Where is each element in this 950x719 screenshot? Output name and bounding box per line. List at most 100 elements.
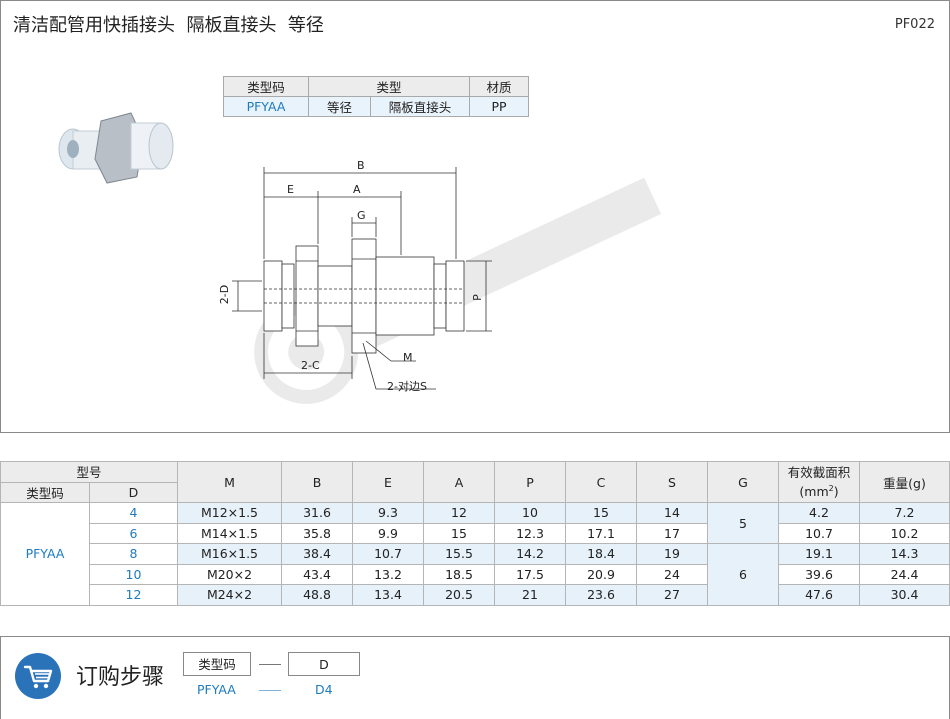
- cell-area: 10.7: [778, 522, 860, 544]
- cell-e: 9.9: [352, 522, 424, 544]
- dim-label-p: P: [470, 294, 484, 301]
- dim-label-s: 2-对边S: [387, 380, 427, 393]
- cell-m: M16×1.5: [177, 543, 282, 565]
- cell-p: 21: [494, 584, 566, 606]
- cell-p: 14.2: [494, 543, 566, 565]
- col-header-s: S: [636, 461, 708, 503]
- area-header-line1: 有效截面积: [787, 465, 851, 481]
- cell-c: 23.6: [565, 584, 637, 606]
- cell-area: 4.2: [778, 502, 860, 524]
- dim-label-a: A: [353, 183, 361, 196]
- cell-c: 15: [565, 502, 637, 524]
- table-row: 10 M20×2 43.4 13.2 18.5 17.5 20.9 24 39.…: [1, 563, 950, 585]
- col-header-c: C: [565, 461, 637, 503]
- cell-g: 6: [707, 543, 779, 606]
- cell-a: 20.5: [423, 584, 495, 606]
- material-header: 材质: [469, 76, 529, 97]
- table-row: 6 M14×1.5 35.8 9.9 15 12.3 17.1 17 10.7 …: [1, 522, 950, 544]
- cell-c: 18.4: [565, 543, 637, 565]
- cell-weight: 24.4: [859, 563, 950, 585]
- cell-weight: 10.2: [859, 522, 950, 544]
- cell-d: 4: [89, 502, 178, 524]
- cell-e: 13.4: [352, 584, 424, 606]
- col-header-e: E: [352, 461, 424, 503]
- order-separator: [259, 664, 281, 665]
- cell-m: M20×2: [177, 563, 282, 585]
- shopping-cart-icon: [15, 653, 61, 699]
- col-header-g: G: [707, 461, 779, 503]
- product-code: PF022: [894, 17, 935, 32]
- cell-p: 17.5: [494, 563, 566, 585]
- type-value-b: 隔板直接头: [370, 96, 470, 117]
- type-code-value: PFYAA: [223, 96, 309, 117]
- cell-area: 39.6: [778, 563, 860, 585]
- cell-area: 19.1: [778, 543, 860, 565]
- product-panel: 清洁配管用快插接头 隔板直接头 等径 PF022 类型码 类型 材质 PFYAA…: [0, 0, 950, 433]
- cell-a: 15: [423, 522, 495, 544]
- cell-b: 35.8: [281, 522, 353, 544]
- col-header-m: M: [177, 461, 282, 503]
- cell-b: 48.8: [281, 584, 353, 606]
- cell-s: 24: [636, 563, 708, 585]
- dim-label-d: 2-D: [218, 284, 232, 305]
- cell-d: 10: [89, 563, 178, 585]
- col-header-type-code: 类型码: [0, 481, 90, 503]
- col-header-b: B: [281, 461, 353, 503]
- model-group-header: 型号: [0, 461, 178, 483]
- cell-b: 31.6: [281, 502, 353, 524]
- table-row: PFYAA 4 M12×1.5 31.6 9.3 12 10 15 14 5 4…: [0, 502, 950, 606]
- col-header-weight: 重量(g): [859, 461, 950, 503]
- col-header-p: P: [494, 461, 566, 503]
- type-table: 类型码 类型 材质 PFYAA 等径 隔板直接头 PP: [223, 76, 529, 117]
- cell-d: 12: [89, 584, 178, 606]
- cell-p: 12.3: [494, 522, 566, 544]
- page-title: 清洁配管用快插接头 隔板直接头 等径: [13, 15, 324, 36]
- cell-a: 18.5: [423, 563, 495, 585]
- cell-m: M24×2: [177, 584, 282, 606]
- cell-g: 5: [707, 502, 779, 544]
- area-header-line2: (mm2): [799, 483, 839, 499]
- dim-label-m: M: [403, 351, 413, 364]
- order-value-type-code: PFYAA: [197, 682, 236, 697]
- cell-d: 6: [89, 522, 178, 544]
- order-value-separator: [259, 690, 281, 691]
- dim-label-c: 2-C: [301, 359, 320, 372]
- type-code-cell: PFYAA: [0, 502, 90, 606]
- cell-a: 15.5: [423, 543, 495, 565]
- spec-table: 型号 M B E A P C S G 有效截面积 (mm2) 重量(g) 类型码…: [0, 461, 950, 606]
- table-row: 8 M16×1.5 38.4 10.7 15.5 14.2 18.4 19 6 …: [1, 543, 950, 606]
- order-box-d: D: [288, 652, 360, 676]
- col-header-d: D: [89, 481, 178, 503]
- type-code-header: 类型码: [223, 76, 309, 97]
- cell-c: 17.1: [565, 522, 637, 544]
- cell-m: M14×1.5: [177, 522, 282, 544]
- cell-c: 20.9: [565, 563, 637, 585]
- cell-weight: 30.4: [859, 584, 950, 606]
- col-header-a: A: [423, 461, 495, 503]
- cell-d: 8: [89, 543, 178, 565]
- cell-weight: 14.3: [859, 543, 950, 565]
- order-steps-panel: 订购步骤 类型码 D PFYAA D4: [0, 636, 950, 719]
- table-row: 12 M24×2 48.8 13.4 20.5 21 23.6 27 47.6 …: [1, 584, 950, 606]
- cell-s: 19: [636, 543, 708, 565]
- dim-label-e: E: [287, 183, 294, 196]
- cell-area: 47.6: [778, 584, 860, 606]
- cell-b: 43.4: [281, 563, 353, 585]
- cell-b: 38.4: [281, 543, 353, 565]
- cell-e: 9.3: [352, 502, 424, 524]
- dim-label-b: B: [357, 159, 365, 172]
- cell-e: 13.2: [352, 563, 424, 585]
- cell-p: 10: [494, 502, 566, 524]
- product-photo: [58, 112, 174, 184]
- col-header-area: 有效截面积 (mm2): [778, 461, 860, 503]
- order-value-d: D4: [315, 682, 333, 697]
- dim-label-g: G: [357, 209, 366, 222]
- type-value-a: 等径: [308, 96, 371, 117]
- cell-s: 17: [636, 522, 708, 544]
- cell-weight: 7.2: [859, 502, 950, 524]
- cell-s: 14: [636, 502, 708, 524]
- material-value: PP: [469, 96, 529, 117]
- cell-e: 10.7: [352, 543, 424, 565]
- type-header: 类型: [308, 76, 470, 97]
- order-steps-title: 订购步骤: [76, 665, 165, 690]
